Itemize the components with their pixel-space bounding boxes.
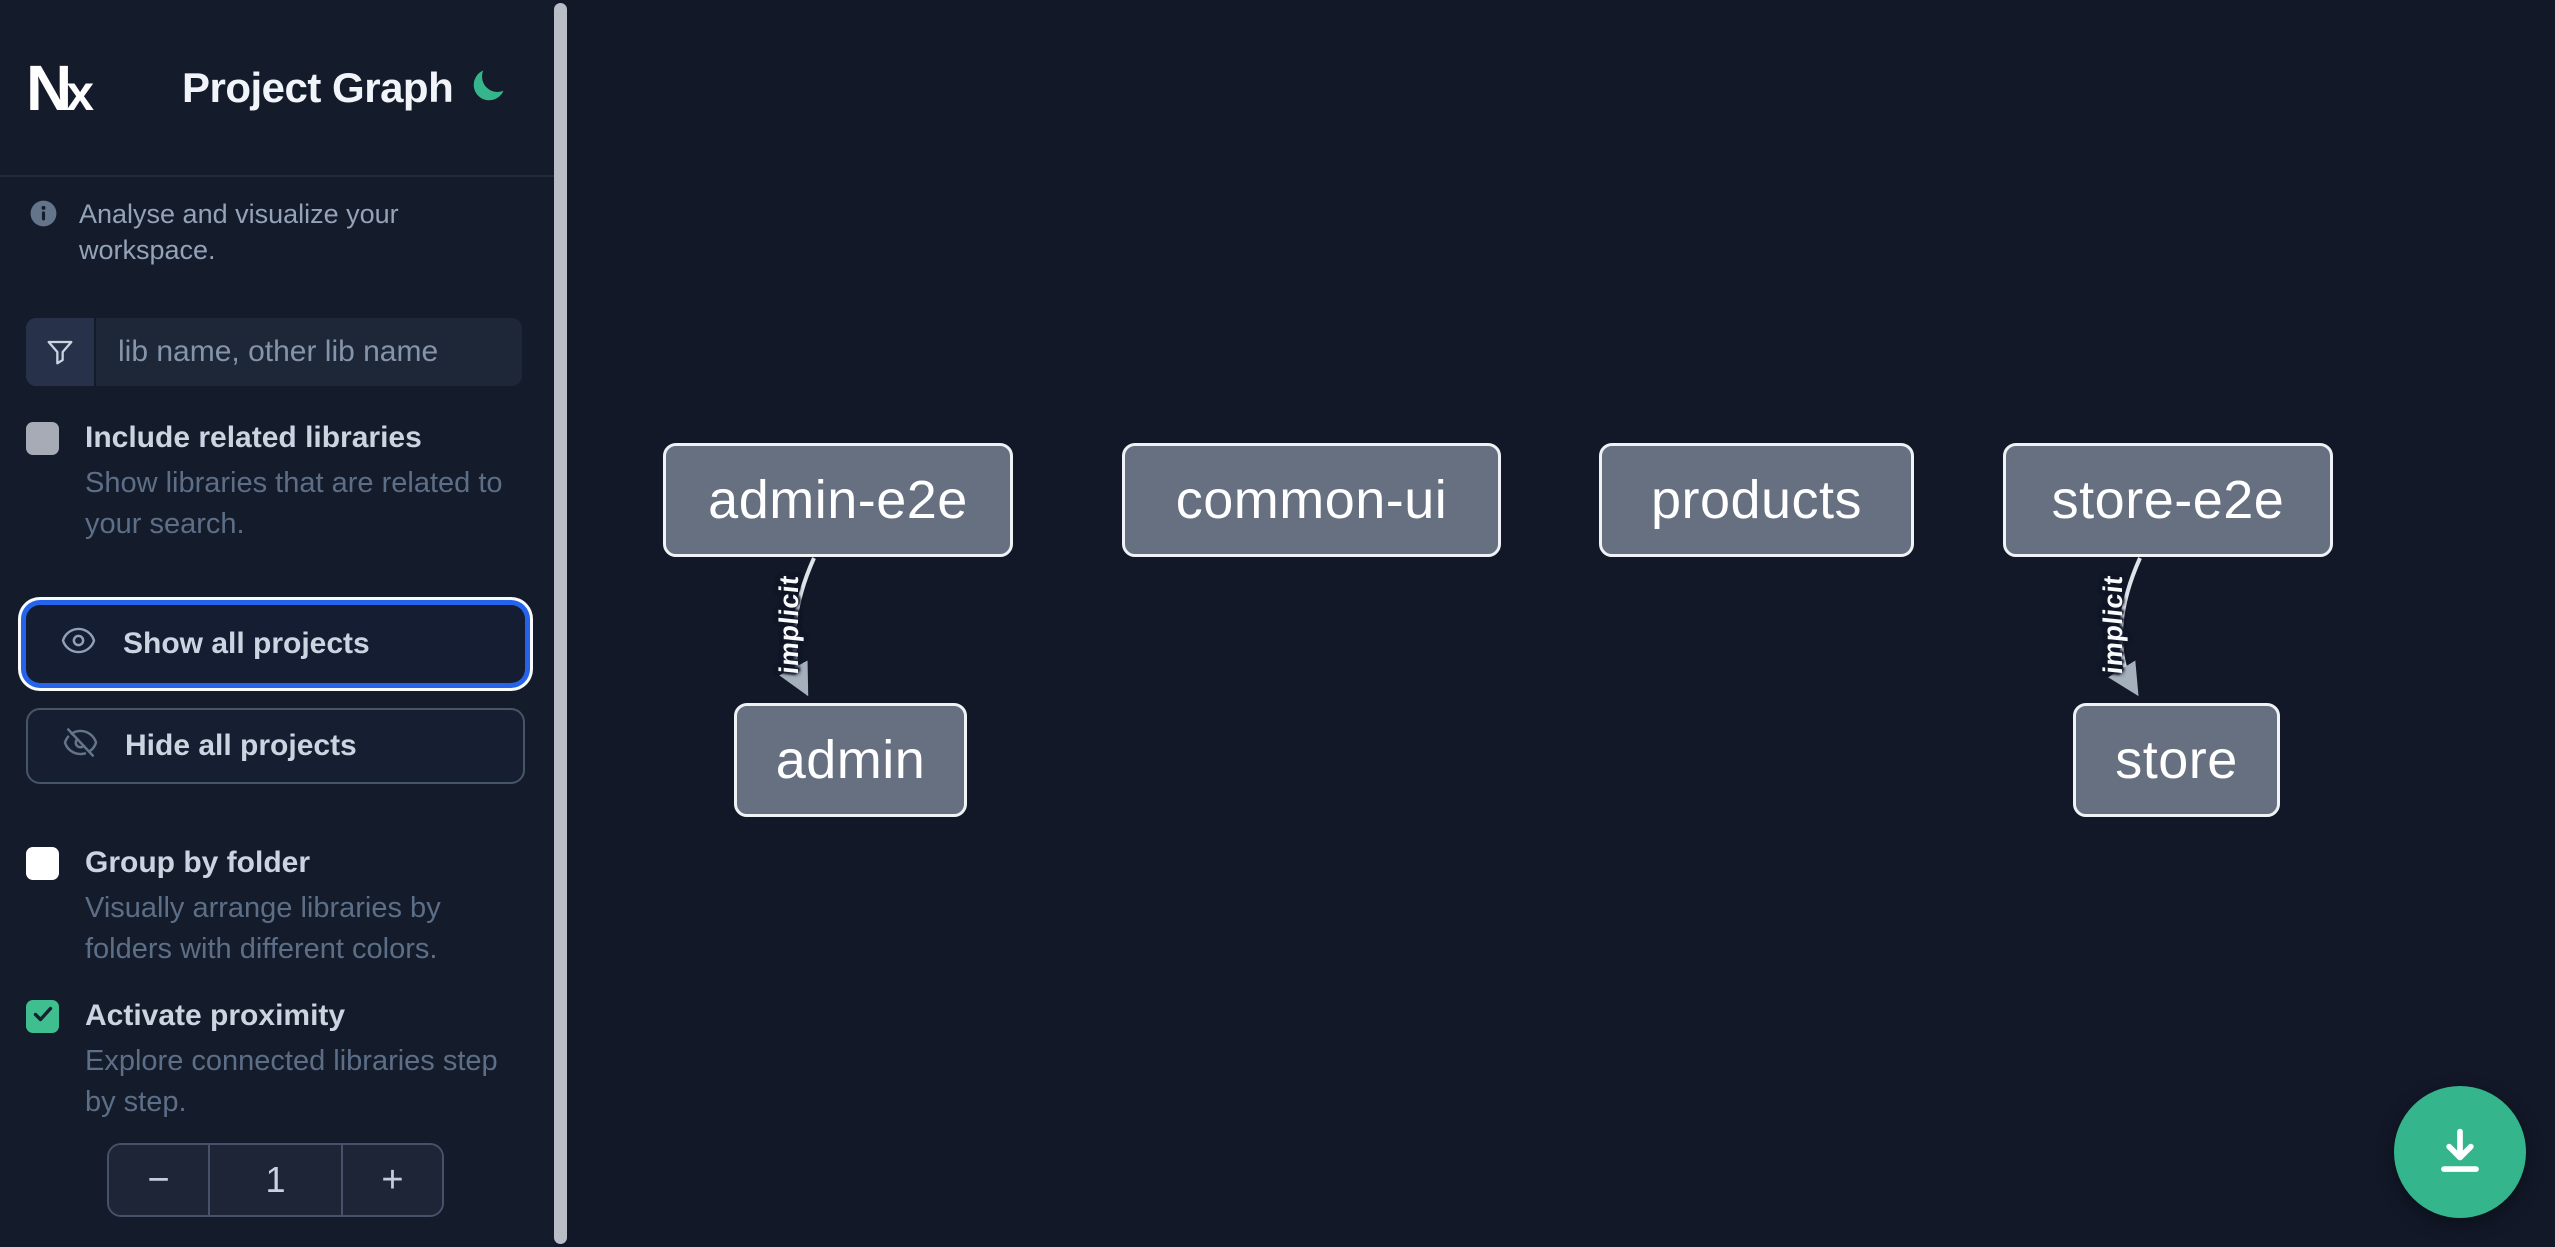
activate-proximity-checkbox[interactable] (26, 999, 59, 1033)
toggle-group-by-folder: Group by folder Visually arrange librari… (26, 846, 526, 970)
moon-icon (469, 67, 507, 108)
include-related-description: Show libraries that are related to your … (85, 467, 503, 540)
show-all-projects-button[interactable]: Show all projects (26, 605, 525, 683)
group-by-folder-checkbox[interactable] (26, 846, 59, 880)
hide-all-projects-button[interactable]: Hide all projects (26, 708, 525, 784)
include-related-label[interactable]: Include related libraries (85, 421, 422, 454)
group-by-folder-label[interactable]: Group by folder (85, 846, 310, 879)
workspace-info: Analyse and visualize your workspace. (28, 196, 528, 268)
sidebar-scrollbar[interactable] (554, 3, 567, 1244)
check-icon (31, 1002, 55, 1031)
activate-proximity-description: Explore connected libraries step by step… (85, 1045, 498, 1118)
proximity-depth-value: 1 (208, 1145, 343, 1215)
eye-slash-icon (62, 724, 99, 769)
workspace-info-text: Analyse and visualize your workspace. (79, 199, 399, 265)
eye-icon (60, 622, 97, 667)
nx-logo-n: N (26, 51, 72, 124)
hide-all-projects-label: Hide all projects (125, 729, 357, 762)
project-graph-canvas[interactable] (567, 0, 2555, 1247)
node-common-ui[interactable]: common-ui (1122, 443, 1501, 557)
page-title: Project Graph (182, 63, 454, 111)
activate-proximity-label[interactable]: Activate proximity (85, 999, 346, 1032)
node-store-e2e[interactable]: store-e2e (2003, 443, 2333, 557)
theme-toggle-button[interactable] (466, 66, 510, 110)
search-input[interactable] (96, 318, 522, 386)
download-graph-button[interactable] (2394, 1086, 2526, 1218)
info-icon (28, 196, 59, 238)
toggle-include-related-libraries: Include related libraries Show libraries… (26, 421, 526, 545)
node-admin-e2e[interactable]: admin-e2e (663, 443, 1013, 557)
node-products[interactable]: products (1599, 443, 1914, 557)
node-admin[interactable]: admin (734, 703, 967, 817)
search-box (26, 318, 522, 386)
group-by-folder-description: Visually arrange libraries by folders wi… (85, 892, 441, 965)
increment-button[interactable]: + (343, 1145, 442, 1215)
node-store[interactable]: store (2073, 703, 2280, 817)
proximity-depth-stepper: − 1 + (107, 1143, 444, 1217)
filter-icon (26, 318, 96, 386)
toggle-activate-proximity: Activate proximity Explore connected lib… (26, 999, 526, 1123)
include-related-checkbox[interactable] (26, 421, 59, 455)
nx-logo-x: x (66, 64, 94, 121)
decrement-button[interactable]: − (109, 1145, 208, 1215)
download-icon (2429, 1120, 2491, 1185)
show-all-projects-label: Show all projects (123, 627, 370, 660)
